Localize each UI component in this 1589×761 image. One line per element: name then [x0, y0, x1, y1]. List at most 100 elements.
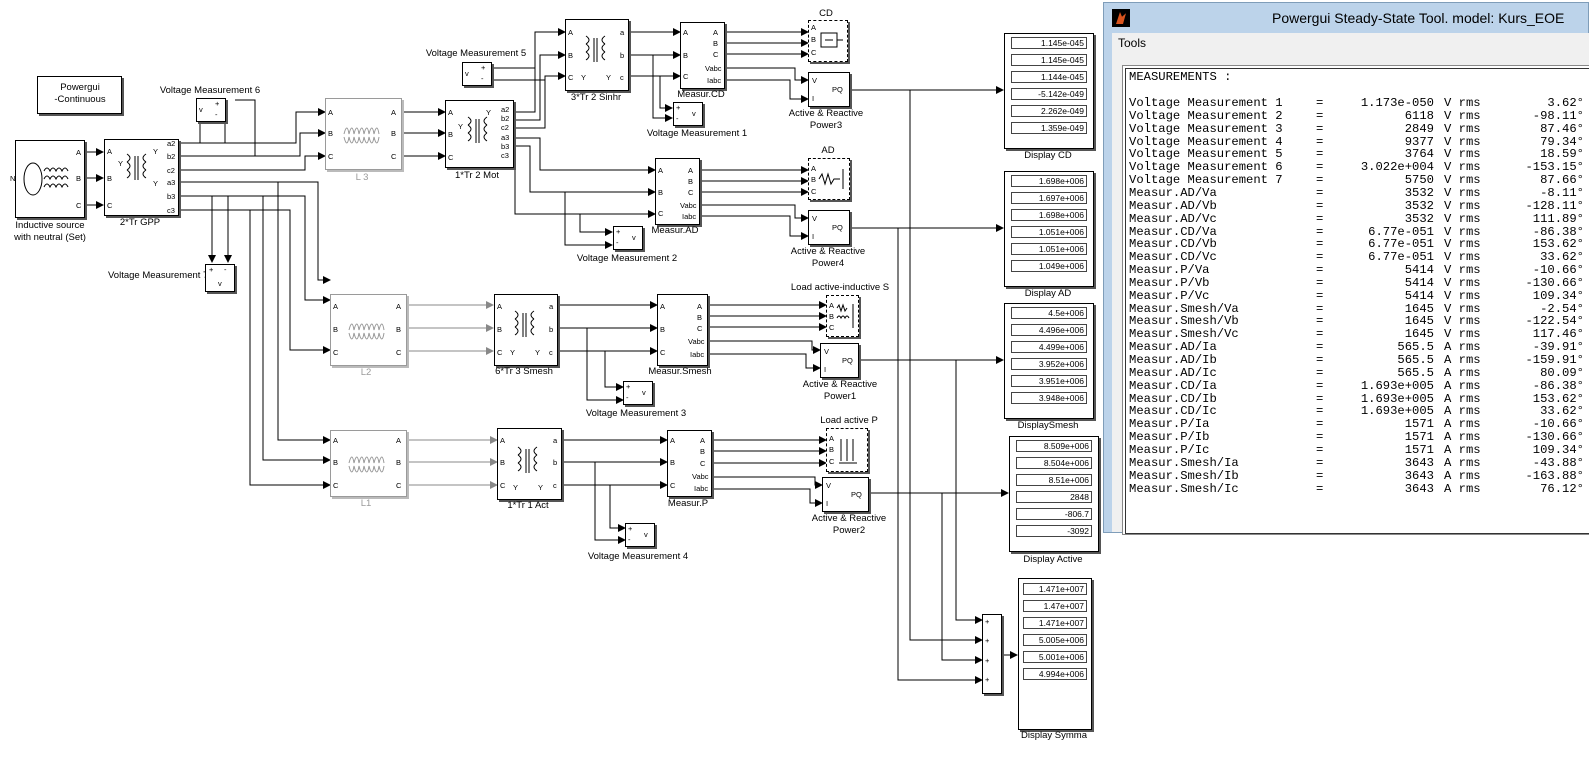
- measur-smesh-label: Measur.Smesh: [648, 366, 712, 377]
- display-symma[interactable]: 1.471e+007 1.47e+007 1.471e+007 5.005e+0…: [1018, 578, 1092, 730]
- measurement-equals: =: [1316, 327, 1324, 342]
- display-active-value-1: 8.509e+006: [1016, 440, 1092, 452]
- measurement-equals: =: [1316, 404, 1324, 419]
- measurement-value: 565.5: [1397, 365, 1434, 380]
- l2-label: L2: [360, 367, 372, 378]
- measurement-name: Voltage Measurement 1: [1129, 96, 1283, 110]
- line-coil-icon: [343, 127, 380, 144]
- vm6-block[interactable]: v+-: [196, 98, 226, 122]
- measurement-unit: A rms: [1444, 455, 1481, 470]
- display-cd-value-5: 2.262e-049: [1011, 105, 1087, 117]
- powergui-line1: Powergui: [60, 82, 100, 93]
- measurement-name: Measur.CD/Vc: [1129, 250, 1217, 265]
- measurement-equals: =: [1316, 391, 1324, 406]
- measurement-unit: A rms: [1444, 340, 1481, 355]
- l3-label: L 3: [355, 172, 369, 183]
- measurement-name: Measur.P/Va: [1129, 263, 1210, 278]
- measurement-value: 3643: [1404, 455, 1434, 470]
- sum-block[interactable]: + + + +: [982, 614, 1002, 694]
- steady-state-window[interactable]: Powergui Steady-State Tool. model: Kurs_…: [1103, 2, 1589, 535]
- source-label-2: with neutral (Set): [14, 232, 86, 243]
- window-title: Powergui Steady-State Tool. model: Kurs_…: [1272, 10, 1565, 26]
- vm5-block[interactable]: v+-: [462, 62, 492, 86]
- measurement-equals: =: [1316, 224, 1324, 239]
- measurement-unit: V rms: [1444, 327, 1481, 342]
- load-icon: [818, 169, 844, 189]
- measurement-equals: =: [1316, 173, 1324, 188]
- powergui-block[interactable]: Powergui -Continuous: [37, 76, 122, 114]
- measurement-equals: =: [1316, 442, 1324, 457]
- measurement-angle: -153.15°: [1525, 160, 1584, 175]
- measurement-unit: V rms: [1444, 211, 1481, 226]
- measurement-value: 6.77e-051: [1368, 237, 1434, 252]
- vm7-block[interactable]: +-v: [205, 264, 235, 292]
- measurement-angle: 117.46°: [1532, 327, 1584, 342]
- vm1-block[interactable]: +-v: [673, 102, 703, 126]
- measurements-textbox[interactable]: MEASUREMENTS : Voltage Measurement 1=1.1…: [1122, 65, 1589, 535]
- measurement-equals: =: [1316, 378, 1324, 393]
- display-cd-value-3: 1.144e-045: [1011, 71, 1087, 83]
- measurement-value: 1571: [1404, 430, 1434, 445]
- measurement-value: 5414: [1404, 275, 1434, 290]
- display-smesh-value-4: 3.952e+006: [1011, 358, 1087, 370]
- display-cd[interactable]: 1.145e-045 1.145e-045 1.144e-045 -5.142e…: [1004, 33, 1094, 149]
- measurement-angle: 109.34°: [1532, 442, 1584, 457]
- display-ad[interactable]: 1.698e+006 1.697e+006 1.698e+006 1.051e+…: [1004, 171, 1094, 287]
- vm3-block[interactable]: +-v: [623, 381, 653, 405]
- measurement-angle: -159.91°: [1525, 353, 1584, 367]
- measurement-unit: V rms: [1444, 250, 1481, 265]
- window-titlebar[interactable]: Powergui Steady-State Tool. model: Kurs_…: [1104, 3, 1589, 33]
- menu-tools[interactable]: Tools: [1118, 36, 1147, 50]
- display-smesh-value-6: 3.948e+006: [1011, 392, 1087, 404]
- measurement-value: 6.77e-051: [1368, 224, 1434, 239]
- measurement-equals: =: [1316, 288, 1324, 303]
- measurement-equals: =: [1316, 160, 1324, 175]
- measurement-name: Measur.Smesh/Ic: [1129, 481, 1239, 496]
- measurement-angle: 3.62°: [1547, 96, 1584, 110]
- display-active[interactable]: 8.509e+006 8.504e+006 8.51e+006 2848 -80…: [1009, 436, 1099, 552]
- vm4-block[interactable]: +-v: [625, 523, 655, 547]
- measurement-name: Measur.P/Ic: [1129, 442, 1210, 457]
- measurement-angle: 18.59°: [1540, 147, 1584, 162]
- transformer-icon: [467, 116, 488, 143]
- display-symma-title: Display Symma: [1021, 730, 1087, 741]
- measurement-equals: =: [1316, 250, 1324, 265]
- measur-cd-label: Measur.CD: [677, 89, 725, 100]
- measurement-angle: 111.89°: [1532, 211, 1584, 226]
- display-active-value-2: 8.504e+006: [1016, 457, 1092, 469]
- display-cd-value-2: 1.145e-045: [1011, 54, 1087, 66]
- menubar: Tools: [1112, 33, 1589, 53]
- display-cd-title: Display CD: [1024, 150, 1072, 161]
- load-s-label: Load active-inductive S: [790, 282, 890, 293]
- display-smesh[interactable]: 4.5e+006 4.496e+006 4.499e+006 3.952e+00…: [1004, 303, 1094, 419]
- measurement-unit: V rms: [1444, 185, 1481, 200]
- measurement-equals: =: [1316, 455, 1324, 470]
- vm2-block[interactable]: +-v: [613, 226, 643, 250]
- inductive-source-block[interactable]: N A B C: [10, 140, 85, 218]
- measurement-name: Voltage Measurement 6: [1129, 160, 1283, 175]
- load-cd-label: CD: [819, 8, 833, 19]
- measurement-name: Measur.CD/Vb: [1129, 237, 1217, 252]
- load-icon: [836, 303, 854, 328]
- tr-gpp-block[interactable]: A B C Y Y Y a2 b2 c2 a3 b3 c3: [104, 139, 179, 216]
